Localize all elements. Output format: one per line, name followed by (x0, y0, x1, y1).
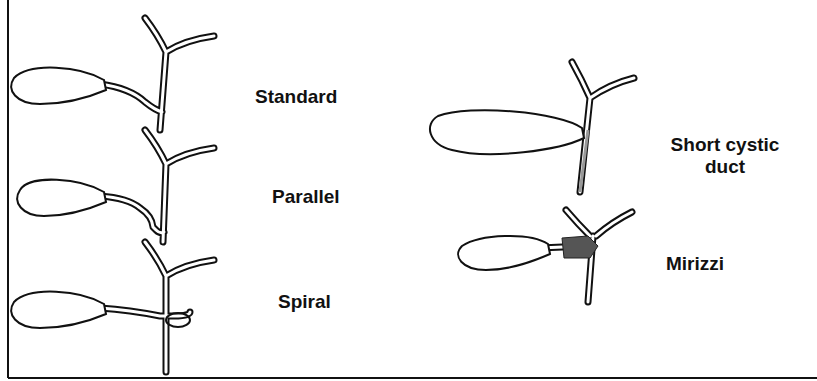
variant-label: Short cystic duct (650, 134, 800, 178)
short-cystic-duct-variant (430, 62, 634, 192)
variant-label: Standard (255, 86, 385, 108)
frame-line (8, 377, 817, 379)
variant-label: Parallel (272, 186, 402, 208)
parallel-variant (17, 130, 214, 242)
frame-line (7, 0, 9, 378)
variant-label: Mirizzi (666, 253, 796, 275)
variant-label: Spiral (278, 291, 408, 313)
stone (562, 236, 598, 258)
spiral-variant (11, 242, 214, 372)
mirizzi-variant (458, 210, 632, 302)
standard-variant (11, 18, 214, 130)
